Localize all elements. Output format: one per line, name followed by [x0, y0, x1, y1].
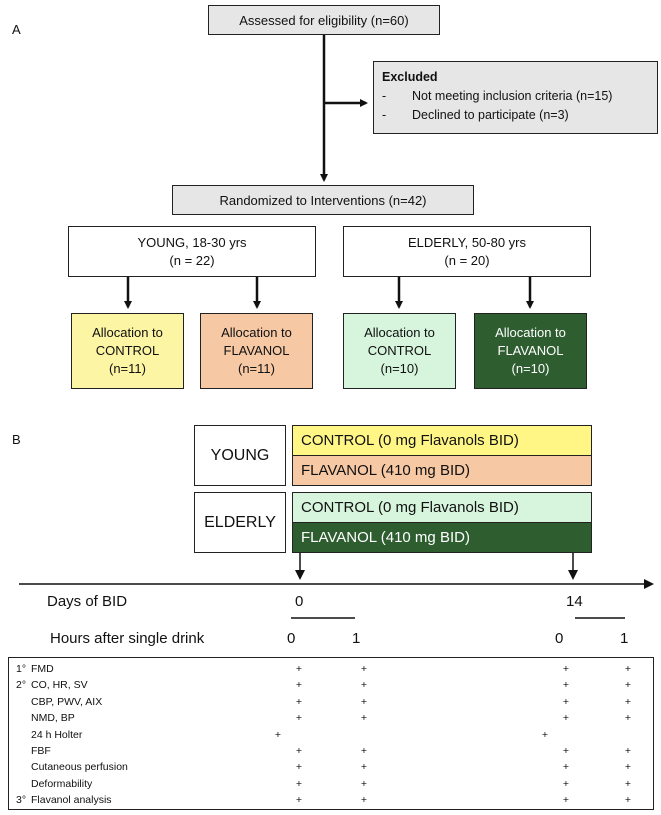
plus-mark: + — [624, 777, 632, 790]
row-label: FMD — [31, 663, 54, 675]
plus-mark: + — [360, 695, 368, 708]
days-label: Days of BID — [47, 593, 128, 610]
plus-mark: + — [295, 712, 303, 725]
table-row: FBF + + + + — [9, 745, 653, 761]
table-row: 2° CO, HR, SV + + + + — [9, 679, 653, 695]
elderly-flavanol-band: FLAVANOL (410 mg BID) — [292, 522, 592, 553]
randomized-box: Randomized to Interventions (n=42) — [172, 185, 474, 215]
plus-mark: + — [562, 745, 570, 757]
plus-mark: + — [360, 712, 368, 725]
row-level: 1° — [16, 663, 27, 675]
plus-mark: + — [624, 663, 632, 675]
row-label: NMD, BP — [31, 712, 75, 725]
allocation-elderly-control: Allocation to CONTROL (n=10) — [343, 313, 456, 389]
plus-mark: + — [562, 777, 570, 790]
table-row: CBP, PWV, AIX + + + + — [9, 696, 653, 712]
hour-1-b: 1 — [620, 630, 629, 647]
row-label: FBF — [31, 745, 51, 757]
young-group-label: YOUNG, 18-30 yrs — [137, 234, 247, 250]
plus-mark: + — [295, 777, 303, 790]
table-row: Deformability + + + + — [9, 778, 653, 794]
plus-mark: + — [624, 745, 632, 757]
plus-mark: + — [295, 679, 303, 692]
hour-0-a: 0 — [287, 630, 296, 647]
row-level: 2° — [16, 679, 27, 692]
plus-mark: + — [295, 745, 303, 757]
plus-mark: + — [360, 663, 368, 675]
plus-mark: + — [624, 712, 632, 725]
row-label: CBP, PWV, AIX — [31, 695, 103, 708]
panel-a-label: A — [12, 22, 21, 37]
plus-mark: + — [295, 663, 303, 675]
elderly-group-n: (n = 20) — [444, 252, 490, 268]
row-label: 24 h Holter — [31, 728, 83, 741]
plus-mark: + — [562, 761, 570, 774]
hours-label: Hours after single drink — [50, 630, 205, 647]
plus-mark: + — [360, 679, 368, 692]
table-row: 24 h Holter + + — [9, 729, 653, 745]
row-level: 3° — [16, 794, 27, 807]
plus-mark: + — [295, 695, 303, 708]
measurement-table: 1° FMD + + + +2° CO, HR, SV + + + + CBP, PWV, AIX + +… — [8, 657, 654, 810]
assessed-box: Assessed for eligibility (n=60) — [208, 5, 440, 35]
table-row: 3° Flavanol analysis + + + + — [9, 794, 653, 810]
hour-0-b: 0 — [555, 630, 564, 647]
table-row: Cutaneous perfusion + + + + — [9, 761, 653, 777]
hour-1-a: 1 — [352, 630, 361, 647]
plus-mark: + — [562, 695, 570, 708]
plus-mark: + — [562, 712, 570, 725]
plus-mark: + — [624, 695, 632, 708]
excluded-title: Excluded — [382, 70, 438, 84]
allocation-young-flavanol: Allocation to FLAVANOL (n=11) — [200, 313, 313, 389]
row-label: CO, HR, SV — [31, 679, 88, 692]
young-flavanol-band: FLAVANOL (410 mg BID) — [292, 455, 592, 486]
plus-mark: + — [562, 679, 570, 692]
row-label: Deformability — [31, 777, 93, 790]
plus-mark: + — [360, 761, 368, 774]
allocation-elderly-flavanol: Allocation to FLAVANOL (n=10) — [474, 313, 587, 389]
row-label: Flavanol analysis — [31, 794, 112, 807]
plus-mark: + — [360, 794, 368, 807]
allocation-young-control: Allocation to CONTROL (n=11) — [71, 313, 184, 389]
plus-mark: + — [541, 728, 549, 741]
young-control-band: CONTROL (0 mg Flavanols BID) — [292, 425, 592, 456]
young-label-box: YOUNG — [194, 425, 286, 486]
table-row: 1° FMD + + + + — [9, 663, 653, 679]
excluded-item: - Not meeting inclusion criteria (n=15) — [382, 89, 613, 103]
plus-mark: + — [624, 679, 632, 692]
excluded-item: - Declined to participate (n=3) — [382, 108, 569, 122]
plus-mark: + — [274, 728, 282, 741]
young-group-n: (n = 22) — [169, 252, 215, 268]
young-group-box: YOUNG, 18-30 yrs (n = 22) — [68, 226, 316, 277]
day-14-label: 14 — [566, 593, 583, 610]
table-row: NMD, BP + + + + — [9, 712, 653, 728]
assessed-text: Assessed for eligibility (n=60) — [239, 12, 409, 28]
plus-mark: + — [624, 794, 632, 807]
elderly-group-box: ELDERLY, 50-80 yrs (n = 20) — [343, 226, 591, 277]
row-label: Cutaneous perfusion — [31, 761, 128, 774]
day-0-label: 0 — [295, 593, 304, 610]
plus-mark: + — [295, 761, 303, 774]
plus-mark: + — [295, 794, 303, 807]
plus-mark: + — [562, 663, 570, 675]
randomized-text: Randomized to Interventions (n=42) — [219, 192, 427, 208]
excluded-box: Excluded - Not meeting inclusion criteri… — [373, 61, 658, 134]
elderly-group-label: ELDERLY, 50-80 yrs — [407, 234, 527, 250]
elderly-control-band: CONTROL (0 mg Flavanols BID) — [292, 492, 592, 523]
plus-mark: + — [562, 794, 570, 807]
plus-mark: + — [624, 761, 632, 774]
plus-mark: + — [360, 745, 368, 757]
plus-mark: + — [360, 777, 368, 790]
panel-b-label: B — [12, 432, 21, 447]
elderly-label-box: ELDERLY — [194, 492, 286, 553]
